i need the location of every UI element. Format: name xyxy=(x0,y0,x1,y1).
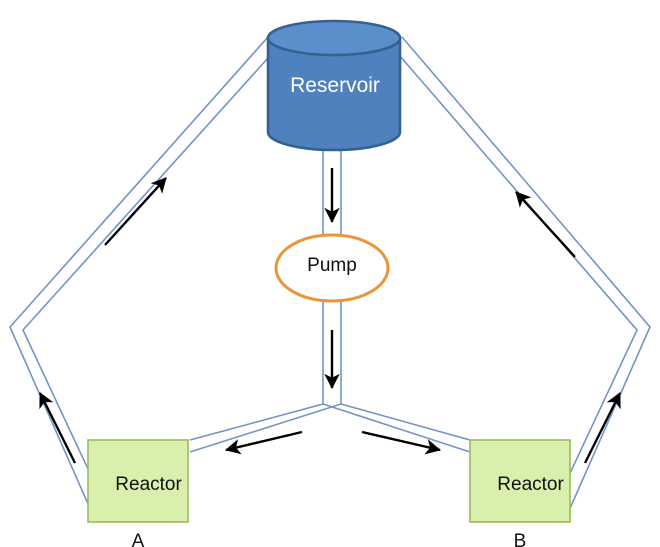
pipe-junction-reactor-a-outer xyxy=(189,403,342,453)
reservoir-body xyxy=(266,36,402,152)
pipe-right-return-outer xyxy=(401,36,651,523)
reservoir-top-ellipse xyxy=(266,19,402,57)
flow-arrow-group xyxy=(38,168,622,464)
pipe-right-return-inner xyxy=(392,47,638,517)
pipe-network xyxy=(9,36,651,523)
pipe-junction-reactor-b-inner xyxy=(340,403,471,441)
arrow-junction-to-reactor-a xyxy=(225,430,303,455)
arrow-reactor-a-return xyxy=(38,392,77,464)
pipe-junction-reactor-b-outer xyxy=(322,403,471,453)
reactor-a-box[interactable] xyxy=(87,439,189,523)
arrow-junction-to-reactor-b xyxy=(361,430,441,455)
pipe-junction-reactor-a-inner xyxy=(189,403,324,441)
pump-ellipse[interactable] xyxy=(274,233,390,303)
pipe-left-return-inner xyxy=(22,47,278,517)
pipe-left-return-outer xyxy=(9,36,269,523)
arrow-right-return-to-reservoir xyxy=(515,191,576,258)
arrow-reactor-b-return xyxy=(583,392,622,464)
reservoir-cylinder[interactable] xyxy=(266,19,402,152)
reactor-b-box[interactable] xyxy=(469,439,571,523)
arrow-left-return-to-reservoir xyxy=(104,177,167,246)
